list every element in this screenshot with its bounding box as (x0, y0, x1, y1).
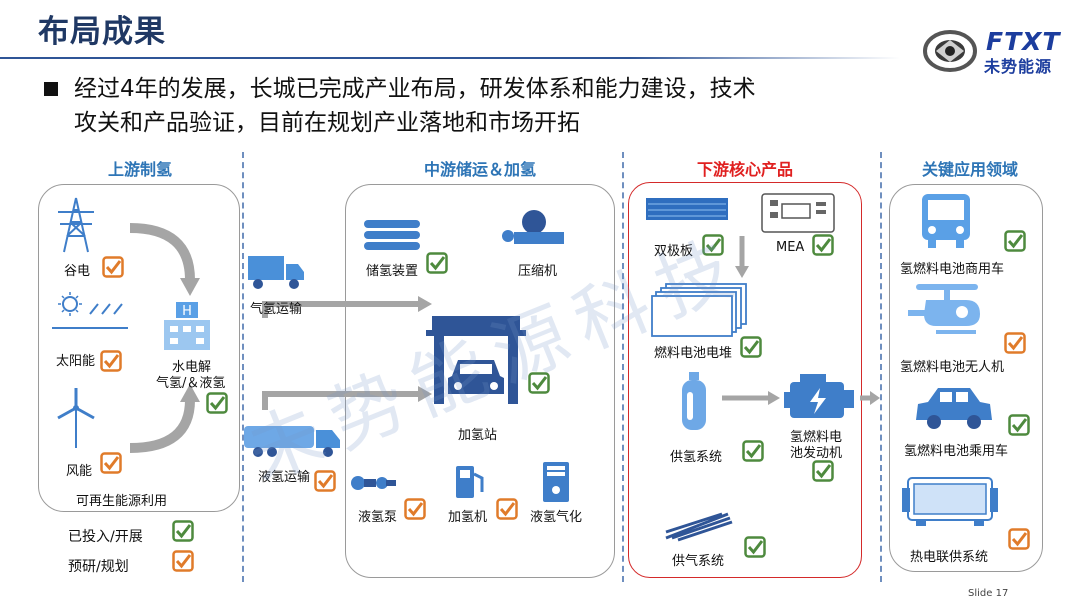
label-liquid-transport: 液氢运输 (258, 470, 311, 485)
label-bipolar-plate: 双极板 (654, 244, 694, 259)
label-car: 氢燃料电池乘用车 (904, 444, 1009, 459)
label-compressor: 压缩机 (518, 264, 558, 279)
label-stack: 燃料电池电堆 (654, 346, 733, 361)
check-done-icon (702, 234, 724, 256)
compressor-icon (502, 210, 564, 244)
check-done-icon (1008, 414, 1030, 436)
check-done-icon (744, 536, 766, 558)
check-planned-icon (496, 498, 518, 520)
drone-icon (908, 284, 980, 334)
check-planned-icon (314, 470, 336, 492)
subtitle: 经过4年的发展，长城已完成产业布局，研发体系和能力建设，技术 攻关和产品验证，目… (74, 72, 894, 140)
label-grid-power: 谷电 (64, 264, 91, 279)
divider-1 (242, 152, 244, 582)
section-title-downstream: 下游核心产品 (696, 160, 793, 179)
section-title-upstream: 上游制氢 (107, 160, 172, 179)
label-air-supply: 供气系统 (672, 554, 725, 569)
check-done-icon (206, 392, 228, 414)
subtitle-line-1: 经过4年的发展，长城已完成产业布局，研发体系和能力建设，技术 (74, 76, 756, 102)
divider-2 (622, 152, 624, 582)
hydrogen-station-icon (426, 316, 526, 404)
bipolar-plate-icon (646, 198, 728, 220)
label-station: 加氢站 (458, 428, 498, 443)
svg-text:H: H (182, 304, 192, 319)
section-title-midstream: 中游储运＆加氢 (423, 160, 536, 179)
check-done-icon (740, 336, 762, 358)
solar-panel-icon (52, 292, 128, 329)
check-done-icon (812, 460, 834, 482)
hydrogen-cylinder-icon (682, 372, 706, 430)
legend-check-done-icon (172, 520, 194, 542)
page-title: 布局成果 (38, 14, 166, 50)
label-vaporizer: 液氢气化 (530, 510, 583, 525)
check-planned-icon (100, 350, 122, 372)
check-done-icon (528, 372, 550, 394)
divider-3 (880, 152, 882, 582)
label-pump: 液氢泵 (358, 510, 398, 525)
label-drone: 氢燃料电池无人机 (900, 360, 1005, 375)
label-hydrogen-supply: 供氢系统 (670, 450, 723, 465)
check-planned-icon (1008, 528, 1030, 550)
label-mea: MEA (776, 240, 805, 255)
liquid-pump-icon (351, 476, 396, 490)
dispenser-icon (456, 466, 484, 498)
brand-logo-emblem (923, 30, 977, 72)
storage-tanks-icon (364, 220, 420, 250)
vaporizer-icon (543, 462, 569, 502)
label-solar: 太阳能 (56, 354, 96, 369)
legend-planned-label: 预研/规划 (68, 559, 129, 575)
truck-icon (248, 256, 304, 289)
wind-turbine-icon (57, 388, 95, 448)
legend-check-planned-icon (172, 550, 194, 572)
car-icon (916, 388, 992, 429)
legend-done-label: 已投入/开展 (68, 529, 143, 545)
check-planned-icon (100, 452, 122, 474)
label-renewable: 可再生能源利用 (76, 494, 168, 509)
brand-logo-chinese: 未势能源 (984, 57, 1053, 76)
check-done-icon (1004, 230, 1026, 252)
title-underline (0, 57, 900, 59)
air-supply-icon (665, 512, 733, 542)
check-planned-icon (404, 498, 426, 520)
tanker-truck-icon (244, 426, 340, 457)
fuel-cell-stack-icon (651, 283, 747, 337)
check-done-icon (426, 252, 448, 274)
label-engine-2: 池发动机 (790, 446, 843, 461)
power-tower-icon (58, 197, 94, 253)
mea-device-icon (761, 193, 835, 233)
electrolysis-plant-icon: H (164, 302, 210, 350)
label-electrolysis-1: 水电解 (172, 360, 212, 375)
label-gas-transport: 气氢运输 (250, 302, 303, 317)
label-engine-1: 氢燃料电 (790, 430, 843, 445)
slide-number: Slide 17 (968, 588, 1009, 599)
check-planned-icon (102, 256, 124, 278)
bus-icon (922, 194, 970, 248)
check-done-icon (742, 440, 764, 462)
label-storage: 储氢装置 (366, 264, 419, 279)
label-wind: 风能 (66, 464, 93, 479)
subtitle-line-2: 攻关和产品验证，目前在规划产业落地和市场开拓 (74, 110, 580, 136)
label-bus: 氢燃料电池商用车 (900, 262, 1005, 277)
check-done-icon (812, 234, 834, 256)
label-dispenser: 加氢机 (448, 510, 488, 525)
chp-unit-icon (902, 477, 998, 526)
section-title-applications: 关键应用领域 (921, 160, 1018, 179)
engine-icon (784, 374, 854, 418)
label-chp: 热电联供系统 (910, 550, 989, 565)
bullet-square (44, 82, 58, 96)
brand-logo-text: FTXT (986, 27, 1061, 56)
check-planned-icon (1004, 332, 1026, 354)
label-electrolysis-2: 气氢/＆液氢 (156, 376, 226, 391)
